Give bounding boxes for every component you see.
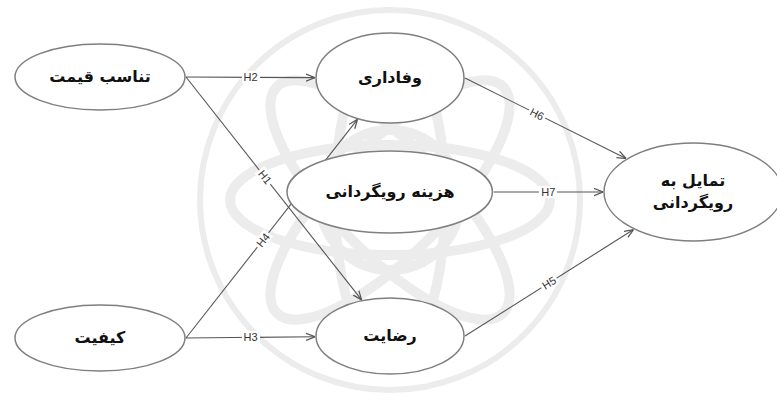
construct-ellipse: رضایت bbox=[315, 297, 465, 375]
construct-ellipse: هزینه رویگردانی bbox=[286, 150, 493, 234]
path-arrow bbox=[465, 78, 626, 159]
ellipse-shape bbox=[604, 143, 777, 241]
ellipse-outline bbox=[603, 142, 777, 242]
hypothesis-label: H7 bbox=[539, 186, 557, 198]
construct-ellipse: تمایل به رویگردانی bbox=[603, 142, 777, 242]
path-arrow bbox=[186, 119, 357, 338]
construct-name: کیفیت bbox=[75, 327, 126, 349]
hypothesis-label: H1 bbox=[255, 166, 276, 188]
construct-name: رضایت bbox=[363, 325, 417, 347]
construct-name: هزینه رویگردانی bbox=[325, 181, 454, 203]
construct-name: تناسب قیمت bbox=[49, 66, 150, 88]
hypothesis-label: H3 bbox=[241, 331, 259, 343]
ellipse-shape bbox=[316, 298, 464, 374]
construct-ellipse: کیفیت bbox=[14, 304, 186, 372]
hypothesis-label: H6 bbox=[527, 105, 549, 124]
ellipse-shape bbox=[287, 151, 492, 233]
path-arrow bbox=[465, 230, 634, 336]
construct-ellipse: وفاداری bbox=[315, 32, 465, 124]
construct-name: وفاداری bbox=[358, 67, 422, 89]
ellipse-shape bbox=[316, 33, 464, 123]
ellipse-shape bbox=[15, 44, 185, 110]
ellipse-shape bbox=[15, 305, 185, 371]
hypothesis-label: H2 bbox=[241, 71, 259, 83]
construct-name: تمایل به رویگردانی bbox=[638, 170, 748, 213]
construct-ellipse: تناسب قیمت bbox=[14, 43, 186, 111]
